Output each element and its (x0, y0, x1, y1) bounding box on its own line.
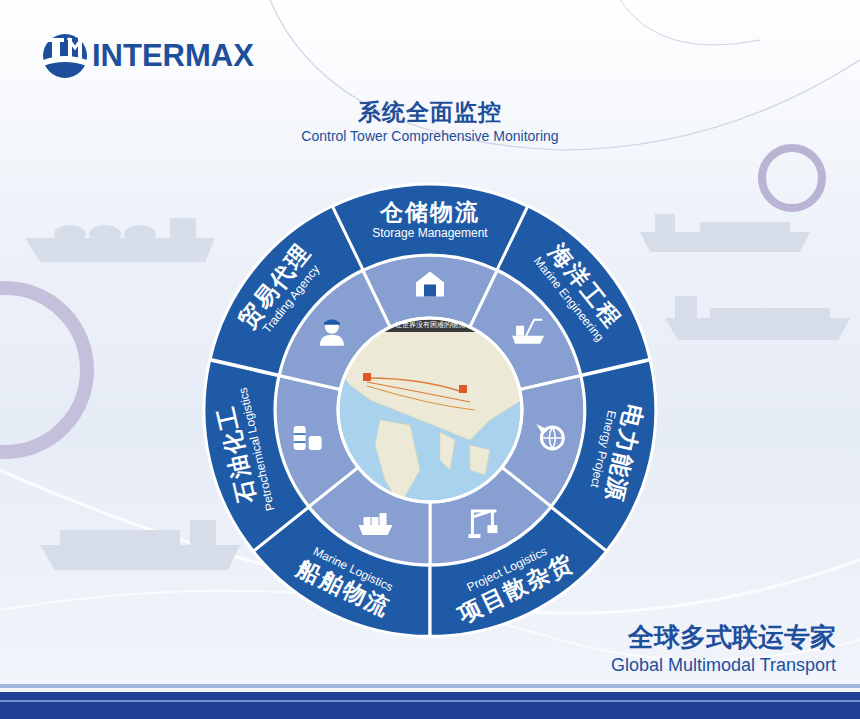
brand-name: INTERMAX (92, 39, 254, 73)
subtitle: Control Tower Comprehensive Monitoring (301, 129, 558, 144)
ship-silhouette (640, 214, 810, 252)
slogan-english: Global Multimodal Transport (611, 656, 836, 676)
segment-icon (536, 424, 563, 449)
segment-icon (468, 511, 497, 538)
slogan: 全球多式联运专家 (628, 623, 836, 652)
ship-silhouette (25, 218, 215, 262)
decor-ring (0, 288, 87, 452)
logo-mark (43, 34, 87, 78)
segment-subtitle: Storage Management (372, 227, 487, 241)
decor-arc (270, 0, 860, 150)
map-header: 让世界没有困难的物流 (395, 321, 465, 329)
ship-silhouette (665, 296, 850, 340)
service-segment: 项目散杂货Project Logistics (427, 504, 610, 639)
decor-ring (762, 148, 822, 208)
segment-icon (320, 319, 344, 346)
decor-arc (620, 0, 760, 45)
segment-icon (294, 426, 322, 450)
bottom-band (0, 692, 860, 719)
service-segment: 贸易代理Trading Agency (207, 203, 366, 378)
service-segment: 海洋工程Marine Engineering (494, 203, 653, 378)
map-illustration (338, 318, 522, 505)
segment-icon (416, 272, 444, 297)
service-segment: 仓储物流 Storage Management (329, 181, 531, 273)
segment-label: 仓储物流 Storage Management (372, 198, 487, 240)
title: 系统全面监控 (358, 97, 502, 128)
service-segment: 石油化工Petrochemical Logistics (201, 357, 312, 554)
bottom-stripe (0, 684, 860, 688)
segment-title: 仓储物流 (380, 198, 480, 224)
bottom-stripe (0, 700, 860, 702)
segment-icon (512, 320, 544, 344)
segment-icon (359, 513, 393, 535)
ship-silhouette (40, 520, 240, 570)
